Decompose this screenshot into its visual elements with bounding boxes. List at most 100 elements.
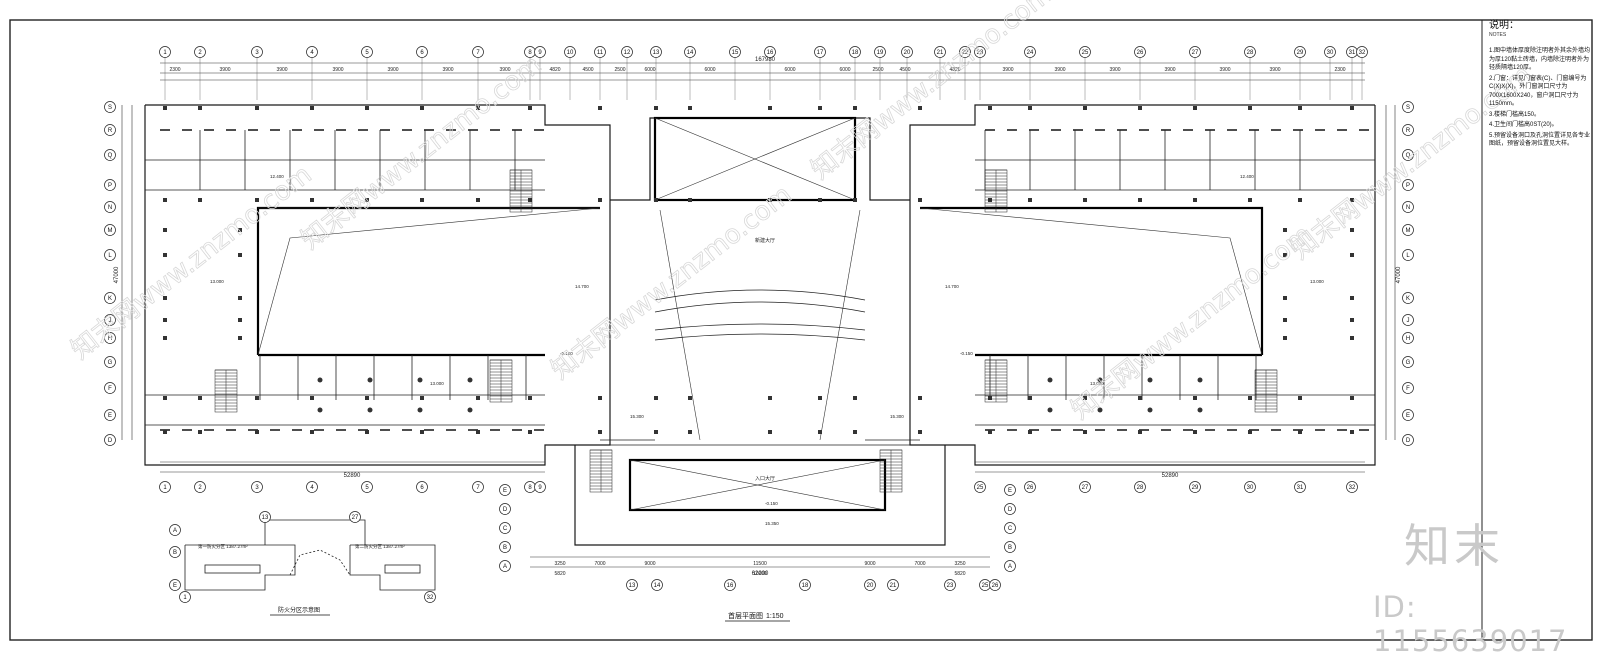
bottom-row-left-E: E xyxy=(499,484,511,496)
svg-text:E: E xyxy=(1008,488,1012,494)
row-axis-right-Q: Q xyxy=(1402,149,1414,161)
svg-text:16: 16 xyxy=(727,583,734,589)
svg-text:26: 26 xyxy=(1027,485,1034,491)
sheet-border xyxy=(9,19,1593,641)
inset-axis-32: 32 xyxy=(424,591,436,603)
svg-text:H: H xyxy=(108,336,112,342)
overall-dimension: 167980 xyxy=(755,57,776,63)
top-axis-16: 16 xyxy=(764,46,776,58)
svg-text:25: 25 xyxy=(977,485,984,491)
svg-text:31: 31 xyxy=(1349,50,1356,56)
svg-text:D: D xyxy=(503,507,508,513)
elevation-label: 13.000 xyxy=(210,279,224,284)
svg-text:4: 4 xyxy=(310,50,314,56)
row-axis-right-N: N xyxy=(1402,201,1414,213)
elevation-label: 12.400 xyxy=(270,174,284,179)
svg-text:23: 23 xyxy=(947,583,954,589)
void-diagonals xyxy=(257,117,1263,511)
right-wing-total: 52890 xyxy=(1162,473,1179,479)
top-dimension-lines xyxy=(160,62,1365,81)
top-span-label: 4820 xyxy=(549,67,560,73)
bottom-axis-center-26: 26 xyxy=(989,579,1001,591)
svg-text:2: 2 xyxy=(198,50,202,56)
svg-text:M: M xyxy=(1406,228,1411,234)
inset-axis-27: 27 xyxy=(349,511,361,523)
svg-text:3: 3 xyxy=(255,50,259,56)
notes-subtitle: NOTES xyxy=(1489,31,1507,38)
svg-text:6: 6 xyxy=(420,485,424,491)
bottom-axis-left-5: 5 xyxy=(361,481,373,493)
svg-text:24: 24 xyxy=(1027,50,1034,56)
top-span-label: 2300 xyxy=(169,67,180,73)
fire-zone-right-label: 第二防火分区 1387.27m² xyxy=(355,543,405,550)
row-axis-right-K: K xyxy=(1402,292,1414,304)
svg-text:P: P xyxy=(108,183,112,189)
top-span-label: 2500 xyxy=(872,67,883,73)
top-axis-25: 25 xyxy=(1079,46,1091,58)
top-axis-11: 11 xyxy=(594,46,606,58)
svg-text:27: 27 xyxy=(352,515,359,521)
svg-text:25: 25 xyxy=(982,583,989,589)
left-wing-total: 52890 xyxy=(344,473,361,479)
svg-text:1: 1 xyxy=(183,595,187,601)
svg-text:31: 31 xyxy=(1297,485,1304,491)
svg-text:26: 26 xyxy=(1137,50,1144,56)
svg-text:G: G xyxy=(1406,360,1411,366)
bottom-axis-left-3: 3 xyxy=(251,481,263,493)
row-axis-left-J: J xyxy=(104,314,116,326)
row-axis-left-G: G xyxy=(104,356,116,368)
bottom-axis-center-18: 18 xyxy=(799,579,811,591)
elevation-label: 15.300 xyxy=(630,414,644,419)
elevation-label: 15.350 xyxy=(765,521,779,526)
elevation-label: -0.150 xyxy=(765,501,778,506)
svg-text:16: 16 xyxy=(767,50,774,56)
top-axis-30: 30 xyxy=(1324,46,1336,58)
top-span-label: 3900 xyxy=(1164,67,1175,73)
svg-text:E: E xyxy=(108,413,112,419)
top-span-label: 3900 xyxy=(219,67,230,73)
right-vertical-dimension xyxy=(1385,105,1396,440)
bottom-axis-right-29: 29 xyxy=(1189,481,1201,493)
center-span-label: 3250 xyxy=(954,561,965,567)
top-axis-3: 3 xyxy=(251,46,263,58)
bottom-row-left-C: C xyxy=(499,522,511,534)
bottom-row-right-E: E xyxy=(1004,484,1016,496)
row-axis-left-K: K xyxy=(104,292,116,304)
top-axis-23: 23 xyxy=(974,46,986,58)
svg-text:14: 14 xyxy=(687,50,694,56)
center-span-label: 9000 xyxy=(864,561,875,567)
top-span-label: 4820 xyxy=(949,67,960,73)
svg-text:K: K xyxy=(108,296,112,302)
top-span-label: 4500 xyxy=(582,67,593,73)
note-item: 1.图中墙体厚度除注明者外其余外墙均为厚120黏土砖墙，内墙除注明者外为轻质隔墙… xyxy=(1489,48,1591,71)
top-axis-14: 14 xyxy=(684,46,696,58)
elevation-label: 13.000 xyxy=(430,381,444,386)
svg-text:1: 1 xyxy=(163,485,167,491)
svg-text:D: D xyxy=(108,438,113,444)
svg-text:12: 12 xyxy=(624,50,631,56)
svg-text:J: J xyxy=(109,318,112,324)
top-span-label: 4500 xyxy=(899,67,910,73)
bottom-axis-right-27: 27 xyxy=(1079,481,1091,493)
bottom-axis-center-21: 21 xyxy=(887,579,899,591)
svg-text:28: 28 xyxy=(1247,50,1254,56)
top-span-label: 2300 xyxy=(1334,67,1345,73)
row-axis-left-F: F xyxy=(104,382,116,394)
svg-text:17: 17 xyxy=(817,50,824,56)
svg-text:B: B xyxy=(173,550,177,556)
center-span-label: 9000 xyxy=(644,561,655,567)
note-item: 2.门窗：详见门窗表(C)、门窗编号为C(X)X(X)，外门窗洞口尺寸为700X… xyxy=(1489,75,1587,108)
row-axis-left-S: S xyxy=(104,101,116,113)
center-span-label: 7000 xyxy=(594,561,605,567)
top-axis-10: 10 xyxy=(564,46,576,58)
svg-text:E: E xyxy=(503,488,507,494)
top-axis-26: 26 xyxy=(1134,46,1146,58)
row-axis-right-F: F xyxy=(1402,382,1414,394)
top-span-label: 3900 xyxy=(1002,67,1013,73)
top-span-label: 3900 xyxy=(1269,67,1280,73)
svg-text:R: R xyxy=(108,128,113,134)
center-span-label: 3250 xyxy=(554,561,565,567)
svg-text:27: 27 xyxy=(1192,50,1199,56)
